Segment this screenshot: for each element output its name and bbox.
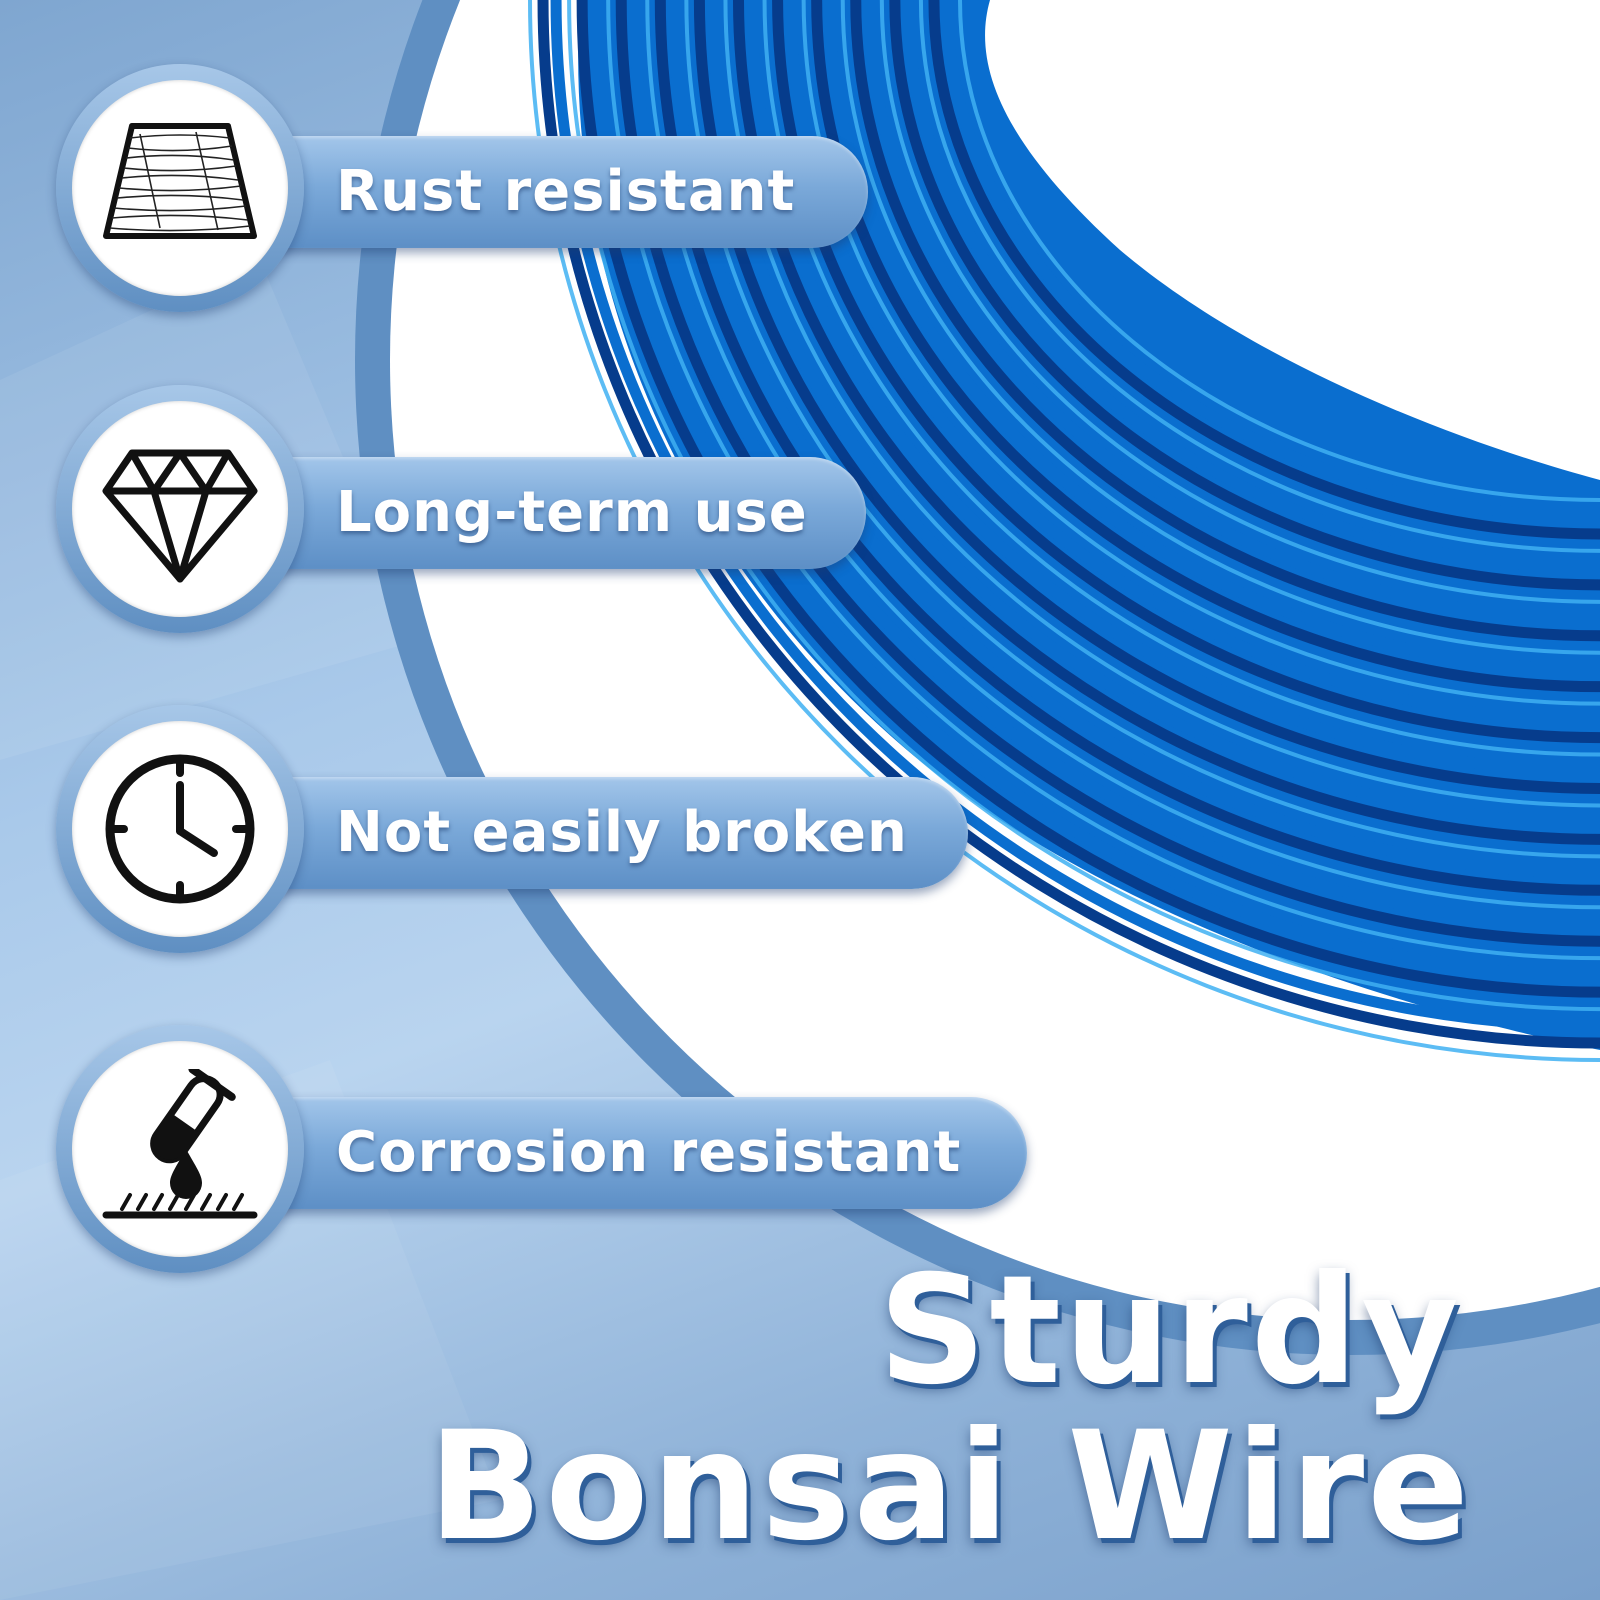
wire-strand xyxy=(850,0,1600,642)
feature-label: Corrosion resistant xyxy=(336,1120,962,1185)
icon-badge xyxy=(56,705,304,953)
icon-badge xyxy=(56,1025,304,1273)
wire-strand xyxy=(889,0,1600,591)
feature-rust-resistant: Rust resistant xyxy=(0,60,1100,330)
icon-badge xyxy=(56,385,304,633)
feature-label: Not easily broken xyxy=(336,800,908,865)
headline-line-1: Sturdy xyxy=(878,1244,1462,1418)
feature-label: Long-term use xyxy=(336,480,808,545)
wire-strand xyxy=(537,0,1600,1049)
diamond-icon xyxy=(102,449,258,583)
feature-not-easily-broken: Not easily broken xyxy=(0,701,1100,971)
chemical-drop-icon xyxy=(102,1069,258,1219)
wire-strand xyxy=(879,0,1600,604)
wire-coil-icon xyxy=(103,123,257,239)
feature-long-term-use: Long-term use xyxy=(0,381,1100,651)
wire-strand xyxy=(918,0,1600,553)
feature-corrosion-resistant: Corrosion resistant xyxy=(0,1021,1100,1291)
wire-strand xyxy=(840,0,1600,655)
feature-label: Rust resistant xyxy=(336,159,796,224)
headline-line-2: Bonsai Wire xyxy=(428,1400,1472,1574)
wire-strand xyxy=(550,0,1600,1032)
wire-strand xyxy=(958,0,1600,502)
clock-icon xyxy=(105,754,255,904)
wire-strand xyxy=(902,0,1600,574)
wire-strand xyxy=(863,0,1600,625)
icon-badge xyxy=(56,64,304,312)
feature-banner xyxy=(170,1097,1027,1209)
wire-strand xyxy=(941,0,1600,523)
wire-strand xyxy=(928,0,1600,540)
wire-strand xyxy=(528,0,1600,1062)
